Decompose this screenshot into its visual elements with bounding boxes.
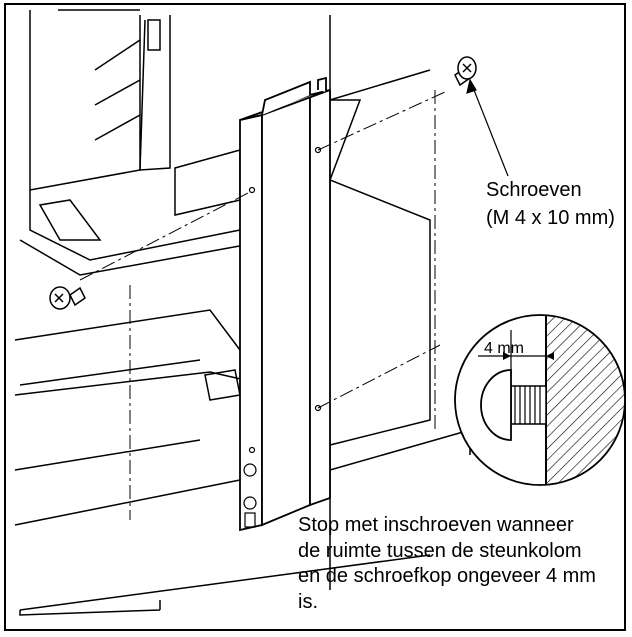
alignment-lines (79, 90, 446, 520)
note-line: de ruimte tussen de steunkolom (298, 539, 582, 562)
note-line: en de schroefkop ongeveer 4 mm (298, 565, 596, 587)
detail-circle (454, 314, 626, 486)
screw-bottom-left (49, 286, 86, 310)
instruction-note: Stop met inschroeven wanneer de ruimte t… (298, 513, 628, 615)
column-holes (243, 146, 322, 528)
note-line: Stop met inschroeven wanneer (298, 514, 574, 536)
screws-label: Schroeven (486, 179, 582, 201)
screws-size-label: (M 4 x 10 mm) (486, 207, 615, 229)
gap-dimension-label: 4 mm (484, 340, 524, 357)
support-column (239, 76, 331, 532)
screw-top-right (454, 56, 477, 87)
leader-arrow (466, 78, 509, 177)
note-line: is. (298, 590, 318, 613)
